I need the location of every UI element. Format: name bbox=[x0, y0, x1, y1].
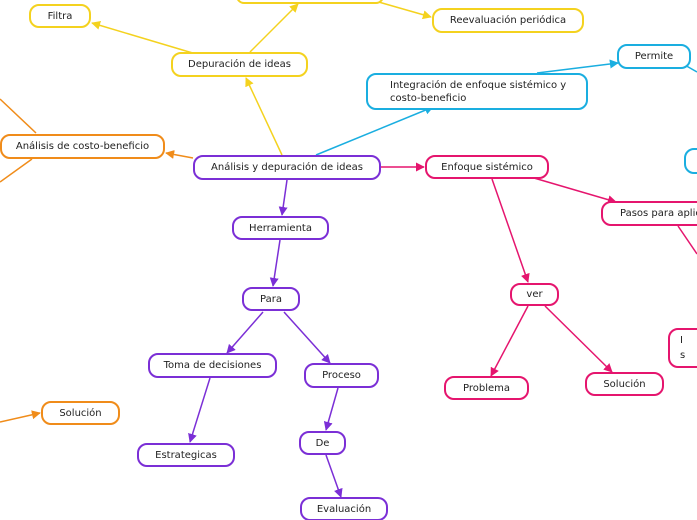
edge-ver-solucion bbox=[544, 305, 613, 373]
node-reevaluacion[interactable]: Reevaluación periódica bbox=[432, 8, 584, 33]
node-label: Integración de enfoque sistémico y costo… bbox=[390, 79, 567, 104]
node-toma-decisiones[interactable]: Toma de decisiones bbox=[148, 353, 277, 378]
node-label: Permite bbox=[634, 51, 674, 62]
node-label: Herramienta bbox=[249, 222, 312, 234]
node-label: Solución bbox=[59, 407, 102, 419]
node-right-lower-partial[interactable]: I s bbox=[668, 328, 697, 368]
node-evaluacion[interactable]: Evaluación bbox=[300, 497, 388, 520]
edge-proceso-de bbox=[323, 387, 339, 431]
node-problema[interactable]: Problema bbox=[444, 376, 529, 400]
edge-para-proceso bbox=[283, 311, 331, 364]
node-para[interactable]: Para bbox=[242, 287, 300, 311]
edge-top-reevaluacion bbox=[374, 0, 432, 20]
node-label: Para bbox=[260, 293, 282, 305]
edge-analisis-depuracion bbox=[245, 77, 283, 156]
edge-analisis-integracion bbox=[315, 105, 434, 156]
node-label: Solución bbox=[603, 378, 646, 390]
edge-enfoque-pasos bbox=[533, 177, 617, 205]
edge-costo-upper bbox=[0, 98, 37, 134]
node-label: Filtra bbox=[47, 10, 73, 22]
edge-offscreen-solucion bbox=[0, 410, 41, 423]
edge-analisis-herramienta bbox=[278, 179, 288, 216]
edge-depuracion-top bbox=[249, 3, 299, 53]
edge-para-toma bbox=[226, 311, 264, 354]
edge-integracion-permite bbox=[536, 59, 619, 74]
node-permite[interactable]: Permite bbox=[617, 44, 691, 69]
edge-pasos-right bbox=[677, 225, 697, 255]
node-label: ver bbox=[526, 289, 543, 300]
edge-de-evaluacion bbox=[325, 454, 343, 498]
edge-toma-estrategicas bbox=[188, 377, 211, 443]
node-label: Pasos para aplic bbox=[620, 208, 697, 219]
edge-enfoque-ver bbox=[491, 178, 530, 283]
node-label: Análisis y depuración de ideas bbox=[211, 162, 363, 173]
edge-ver-problema bbox=[490, 305, 529, 377]
node-solucion-left[interactable]: Solución bbox=[41, 401, 120, 425]
node-enfoque-sistemico[interactable]: Enfoque sistémico bbox=[425, 155, 549, 179]
node-label: Toma de decisiones bbox=[163, 360, 262, 371]
node-label: Depuración de ideas bbox=[188, 59, 291, 70]
node-label: De bbox=[315, 437, 330, 449]
node-filtra[interactable]: Filtra bbox=[29, 4, 91, 28]
node-top-partial[interactable] bbox=[236, 0, 384, 4]
node-proceso[interactable]: Proceso bbox=[304, 363, 379, 388]
node-analisis-central[interactable]: Análisis y depuración de ideas bbox=[193, 155, 381, 180]
node-label: Enfoque sistémico bbox=[441, 161, 533, 173]
node-label: Evaluación bbox=[316, 503, 372, 515]
node-herramienta[interactable]: Herramienta bbox=[232, 216, 329, 240]
edge-depuracion-filtra bbox=[91, 21, 197, 55]
node-de[interactable]: De bbox=[299, 431, 346, 455]
node-pasos-para-aplicar[interactable]: Pasos para aplic bbox=[601, 201, 697, 226]
node-integracion[interactable]: Integración de enfoque sistémico y costo… bbox=[366, 73, 588, 110]
node-depuracion[interactable]: Depuración de ideas bbox=[171, 52, 308, 77]
edge-analisis-costo bbox=[165, 150, 194, 159]
node-label: Proceso bbox=[322, 370, 361, 381]
node-label: Reevaluación periódica bbox=[449, 15, 567, 26]
node-label: s bbox=[680, 350, 686, 361]
node-solucion-right[interactable]: Solución bbox=[585, 372, 664, 396]
node-estrategicas[interactable]: Estrategicas bbox=[137, 443, 235, 467]
node-label: Problema bbox=[462, 382, 510, 394]
node-costo-beneficio[interactable]: Análisis de costo-beneficio bbox=[0, 134, 165, 159]
node-right-upper-partial[interactable] bbox=[684, 148, 697, 174]
node-label: Estrategicas bbox=[155, 449, 217, 461]
node-label: I bbox=[680, 335, 683, 346]
node-label: Análisis de costo-beneficio bbox=[15, 141, 150, 152]
node-ver[interactable]: ver bbox=[510, 283, 559, 306]
edge-herramienta-para bbox=[269, 239, 281, 287]
edge-costo-lower bbox=[0, 158, 33, 183]
